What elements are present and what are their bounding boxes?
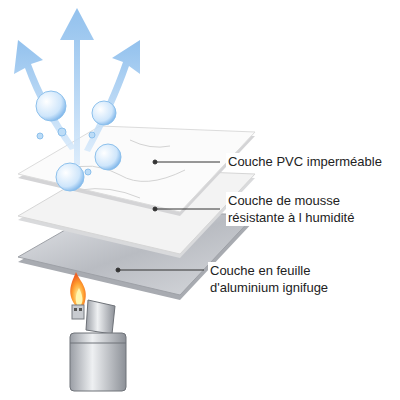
leader-lines — [116, 160, 220, 272]
layer-label: Couche de mousse résistante à l humidité — [226, 192, 388, 226]
vapour-arrows — [14, 8, 140, 165]
lighter-icon — [70, 272, 126, 391]
layer-label: Couche en feuille d'aluminium ignifuge — [208, 262, 372, 296]
layer-label: Couche PVC imperméable — [226, 153, 384, 170]
pvc-sheet — [18, 126, 255, 216]
water-bubbles — [36, 91, 121, 191]
